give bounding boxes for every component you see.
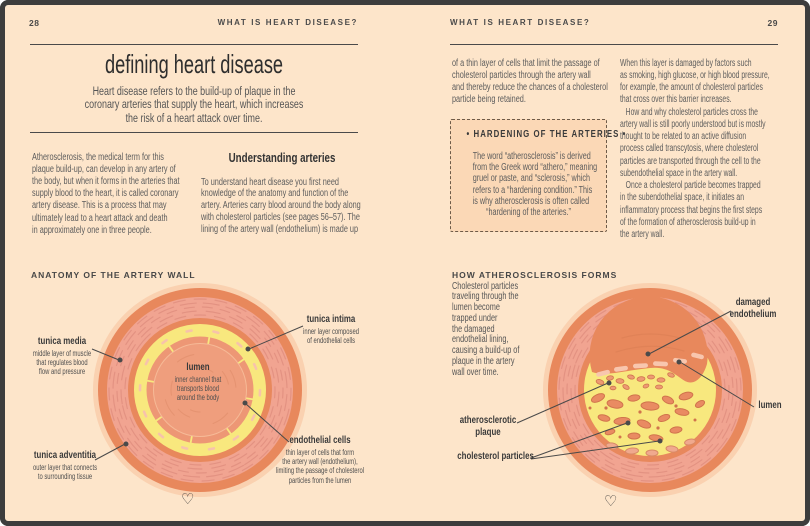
label-term: tunica intima xyxy=(306,313,356,325)
label-description: outer layer that connects to surrounding… xyxy=(32,462,98,481)
header-rule-right xyxy=(450,43,778,45)
callout-box: • HARDENING OF THE ARTERIES • The word “… xyxy=(450,119,627,232)
cholesterol-dots xyxy=(588,404,697,439)
label-description: inner channel that transports blood arou… xyxy=(174,374,222,403)
heart-outline-icon: ♡ xyxy=(604,493,618,510)
label-description: inner layer composed of endothelial cell… xyxy=(303,326,359,345)
label-term: atherosclerotic plaque xyxy=(459,414,517,438)
label-tunica-adventitia: tunica adventitia outer layer that conne… xyxy=(31,449,99,481)
label-term: tunica media xyxy=(37,335,87,347)
body-column-4: When this layer is damaged by factors su… xyxy=(620,57,770,241)
label-term: damaged endothelium xyxy=(729,296,777,320)
header-rule-left xyxy=(30,43,358,45)
label-endothelial-cells: endothelial cells thin layer of cells th… xyxy=(272,434,368,485)
label-description: thin layer of cells that form the artery… xyxy=(275,447,365,485)
label-lumen: lumen inner channel that transports bloo… xyxy=(159,361,237,403)
diagram-caption-right: HOW ATHEROSCLEROSIS FORMS xyxy=(452,270,618,280)
label-description: middle layer of muscle that regulates bl… xyxy=(32,348,92,377)
callout-body: The word “atherosclerosis” is derived fr… xyxy=(472,151,598,219)
artery-wall-diagram xyxy=(93,283,307,497)
body-column-3: of a thin layer of cells that limit the … xyxy=(452,57,608,106)
column-2-heading: Understanding arteries xyxy=(228,151,336,165)
body-column-1: Atherosclerosis, the medical term for th… xyxy=(32,151,180,236)
atherosclerosis-diagram xyxy=(543,283,757,497)
label-damaged-endothelium: damaged endothelium xyxy=(721,296,786,320)
label-atherosclerotic-plaque: atherosclerotic plaque xyxy=(458,414,518,438)
label-cholesterol-particles: cholesterol particles xyxy=(457,450,534,463)
diagram-caption-left: ANATOMY OF THE ARTERY WALL xyxy=(31,270,196,280)
heart-outline-icon: ♡ xyxy=(181,491,195,508)
label-tunica-media: tunica media middle layer of muscle that… xyxy=(29,335,95,377)
label-term: tunica adventitia xyxy=(33,449,97,461)
running-head-left: WHAT IS HEART DISEASE? xyxy=(217,18,358,27)
plaque-blobs xyxy=(590,391,706,442)
label-term: lumen xyxy=(186,361,210,373)
callout-heading: • HARDENING OF THE ARTERIES • xyxy=(466,129,627,140)
label-term: endothelial cells xyxy=(289,434,351,446)
label-term: cholesterol particles xyxy=(457,450,534,462)
label-tunica-intima: tunica intima inner layer composed of en… xyxy=(296,313,367,345)
running-head-right: WHAT IS HEART DISEASE? xyxy=(450,18,591,27)
body-column-2: To understand heart disease you first ne… xyxy=(201,176,361,235)
label-term: lumen xyxy=(758,399,782,411)
page-title: defining heart disease xyxy=(104,49,284,79)
intro-rule-left xyxy=(30,132,358,133)
label-lumen-right: lumen xyxy=(751,399,790,412)
page-number-right: 29 xyxy=(767,18,778,28)
trapped-particles xyxy=(595,372,675,391)
page-intro: Heart disease refers to the build-up of … xyxy=(84,84,304,125)
leader-lines xyxy=(91,310,755,461)
page-number-left: 28 xyxy=(29,18,40,28)
wall-particles xyxy=(605,438,696,457)
diagram-intro-right: Cholesterol particles traveling through … xyxy=(452,280,520,378)
